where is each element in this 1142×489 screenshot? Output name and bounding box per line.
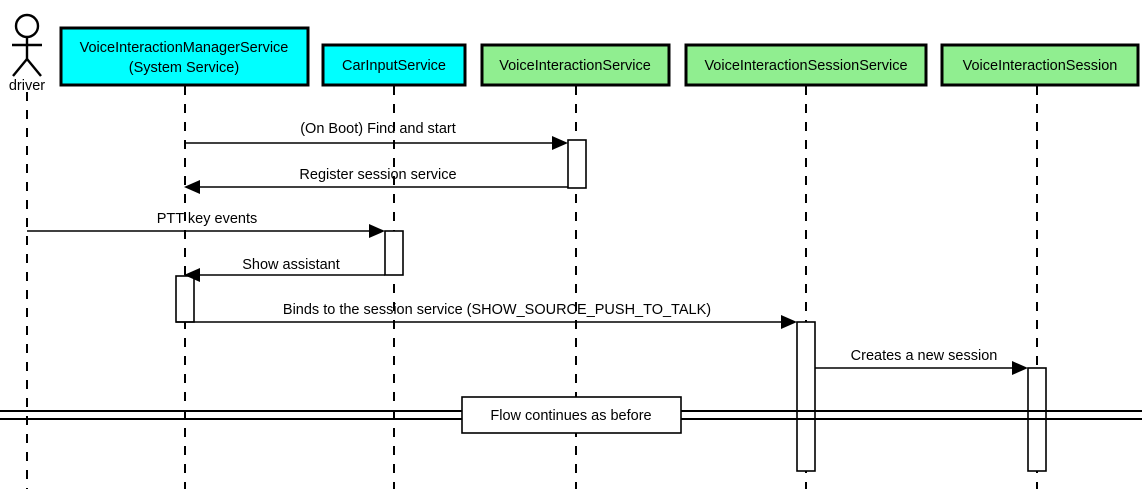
message-label-2: Register session service [299, 167, 456, 183]
participant-driver[interactable]: driver [9, 13, 45, 94]
arrowhead-icon-5 [781, 315, 797, 329]
participant-box-visession[interactable] [940, 43, 1140, 87]
participant-label-visession-service: VoiceInteractionSessionService [704, 58, 907, 74]
arrowhead-icon-4 [184, 268, 200, 282]
message-creates-a-new-session[interactable]: Creates a new session [815, 348, 1028, 375]
arrowhead-icon-1 [552, 136, 568, 150]
activation-bar-vims-show[interactable] [175, 275, 195, 323]
activation-bar-carinput-ptt[interactable] [384, 230, 404, 276]
activation-bar-vis-boot[interactable] [567, 139, 587, 189]
activation-bar-visession-service[interactable] [796, 321, 816, 472]
message-ptt-key-events[interactable]: PTT key events [27, 211, 385, 238]
participant-box-carinput[interactable] [321, 43, 467, 87]
participant-label-visession: VoiceInteractionSession [963, 58, 1118, 74]
message-on-boot-find-and-start[interactable]: (On Boot) Find and start [185, 121, 568, 150]
divider-label-box [461, 396, 682, 434]
message-label-1: (On Boot) Find and start [300, 121, 456, 137]
activation-bars-group [175, 139, 1047, 472]
message-label-5: Binds to the session service (SHOW_SOURC… [283, 302, 711, 318]
actor-right-leg-icon [26, 58, 42, 77]
participant-label-driver: driver [9, 78, 45, 94]
participant-visession[interactable]: VoiceInteractionSession [940, 43, 1140, 87]
flow-divider: Flow continues as before [0, 396, 1142, 434]
participant-label-vims-line1: VoiceInteractionManagerService [80, 40, 289, 56]
message-register-session-service[interactable]: Register session service [184, 167, 568, 194]
arrowhead-icon-6 [1012, 361, 1028, 375]
participant-vims[interactable]: VoiceInteractionManagerService (System S… [59, 26, 310, 87]
participant-label-carinput: CarInputService [342, 58, 446, 74]
participant-vis[interactable]: VoiceInteractionService [480, 43, 671, 87]
message-label-6: Creates a new session [851, 348, 998, 364]
participant-label-vims-line2: (System Service) [129, 60, 239, 76]
message-label-4: Show assistant [242, 257, 340, 273]
participant-label-vis: VoiceInteractionService [499, 58, 651, 74]
participant-box-visession-service[interactable] [684, 43, 928, 87]
message-binds-to-session-service[interactable]: Binds to the session service (SHOW_SOURC… [176, 302, 797, 329]
message-label-3: PTT key events [157, 211, 257, 227]
actor-head-icon [14, 13, 40, 39]
participant-box-vims[interactable] [59, 26, 310, 87]
message-show-assistant[interactable]: Show assistant [184, 257, 385, 282]
arrowhead-icon-3 [369, 224, 385, 238]
participant-carinput[interactable]: CarInputService [321, 43, 467, 87]
actor-left-leg-icon [12, 58, 28, 77]
participant-visession-service[interactable]: VoiceInteractionSessionService [684, 43, 928, 87]
divider-label-text: Flow continues as before [490, 408, 651, 424]
arrowhead-icon-2 [184, 180, 200, 194]
participant-box-vis[interactable] [480, 43, 671, 87]
